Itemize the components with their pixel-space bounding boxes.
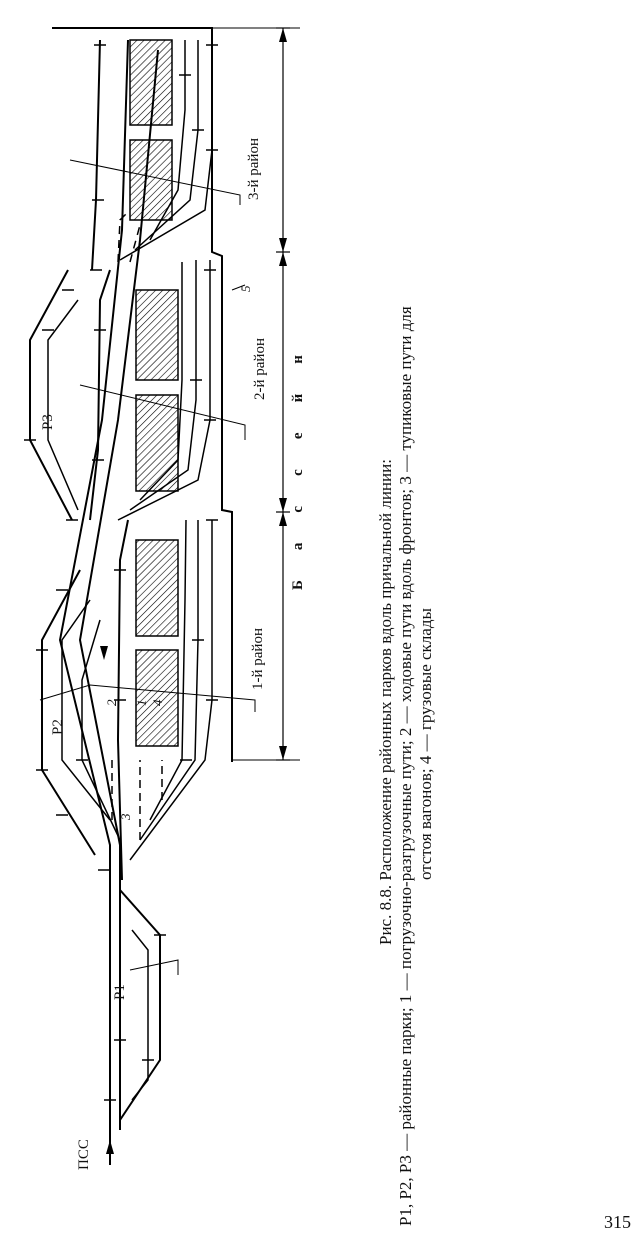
park-label-p2: Р2	[50, 719, 66, 735]
park-label-p1: Р1	[112, 984, 128, 1000]
figure-legend-line1: Р1, Р2, Р3 — районные парки; 1 — погрузо…	[396, 306, 415, 1226]
district-label-2: 2-й район	[252, 338, 268, 400]
park-label-p3: Р3	[40, 414, 56, 430]
main-track	[58, 39, 129, 1165]
track-number-2: 2	[104, 699, 119, 707]
track-number-3: 3	[118, 813, 133, 821]
track-number-1: 1	[134, 699, 149, 707]
warehouse-2b	[135, 289, 179, 381]
figure-legend-line2: отстоя вагонов; 4 — грузовые склады	[416, 608, 435, 880]
warehouse-1a	[135, 649, 179, 747]
warehouse-1b	[135, 539, 179, 637]
district-label-1: 1-й район	[250, 628, 266, 690]
track-number-4: 4	[150, 699, 165, 707]
track-number-5: 5	[238, 285, 253, 293]
district1-tracks	[116, 519, 129, 881]
page-number: 315	[604, 1212, 631, 1232]
station-label: ПСС	[76, 1139, 92, 1170]
direction-arrow-up	[106, 1140, 114, 1154]
district2-tracks	[89, 269, 111, 521]
warehouse-3b	[129, 39, 173, 126]
direction-arrow-down	[100, 646, 108, 660]
warehouse-2a	[135, 394, 179, 492]
park-p1-tracks	[119, 889, 161, 1121]
park-p3-tracks	[29, 269, 73, 521]
district-dimension-line	[276, 27, 290, 761]
figure-title: Рис. 8.8. Расположение районных парков в…	[376, 459, 395, 945]
district3-tracks	[91, 39, 101, 271]
basin-label: Бассейн	[290, 325, 306, 590]
park-p2-tracks	[41, 569, 96, 856]
warehouses	[129, 39, 179, 747]
district-label-3: 3-й район	[246, 138, 262, 200]
